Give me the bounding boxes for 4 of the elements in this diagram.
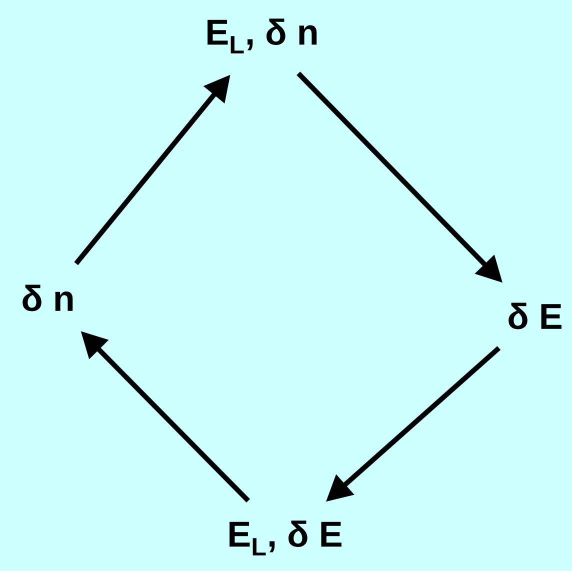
node-label: δ E xyxy=(508,302,562,330)
node-label: E$_{L}$, δ n xyxy=(208,18,317,54)
node-label: E$_{L}$, δ E xyxy=(230,520,342,556)
node-label: δ n xyxy=(22,284,73,312)
